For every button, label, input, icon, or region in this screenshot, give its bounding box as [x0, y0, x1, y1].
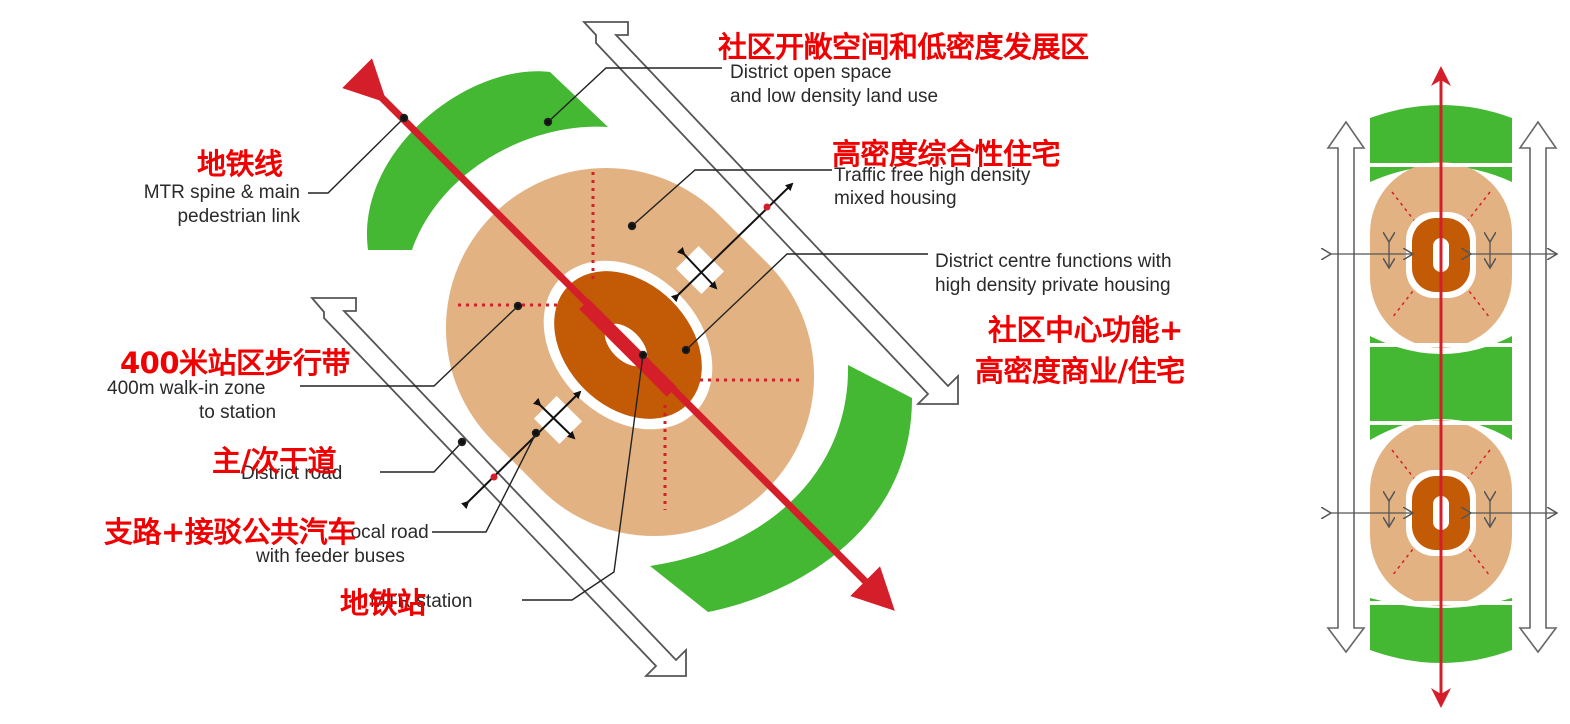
district-centre-label-en-line1: District centre functions with [935, 251, 1172, 272]
local-road-label-en-line1: Local road [340, 522, 429, 543]
open-space-label-en-line1: District open space [730, 62, 892, 83]
housing-label-en-line1: Traffic free high density [834, 165, 1031, 186]
district-centre-label-zh-line2: 高密度商业/住宅 [975, 354, 1185, 388]
mtr-station-label-zh: 地铁站 [340, 586, 426, 620]
open-space-label-en-line2: and low density land use [730, 86, 939, 107]
mtr-station [579, 299, 677, 397]
leader-lines [300, 67, 928, 601]
walk-in-zone-label-en-line2: to station [199, 402, 277, 423]
local-road-label-en-line2: with feeder buses [256, 546, 405, 567]
mini-diagram [1328, 66, 1556, 708]
walk-in-zone-label-en-line1: 400m walk-in zone [107, 378, 266, 399]
housing-label-zh: 高密度综合性住宅 [832, 137, 1061, 171]
district-road-label-zh: 主/次干道 [212, 444, 337, 478]
open-space-label-zh: 社区开敞空间和低密度发展区 [718, 30, 1089, 64]
mtr-spine-label-en-line1: MTR spine & main [143, 182, 300, 203]
mtr-spine-label-zh: 地铁线 [197, 147, 283, 181]
walk-in-zone-label-zh: 400米站区步行带 [120, 346, 351, 380]
housing-label-en-line2: mixed housing [834, 188, 957, 209]
district-centre-label-zh-line1: 社区中心功能+ [988, 313, 1183, 347]
mtr-spine-label-en-line2: pedestrian link [177, 206, 300, 227]
district-road-label-en: District road [241, 463, 343, 484]
local-road-label-zh: 支路+接驳公共汽车 [104, 515, 356, 549]
district-centre-label-en-line2: high density private housing [935, 275, 1171, 296]
mtr-station-label-en: MTR station [370, 591, 473, 612]
